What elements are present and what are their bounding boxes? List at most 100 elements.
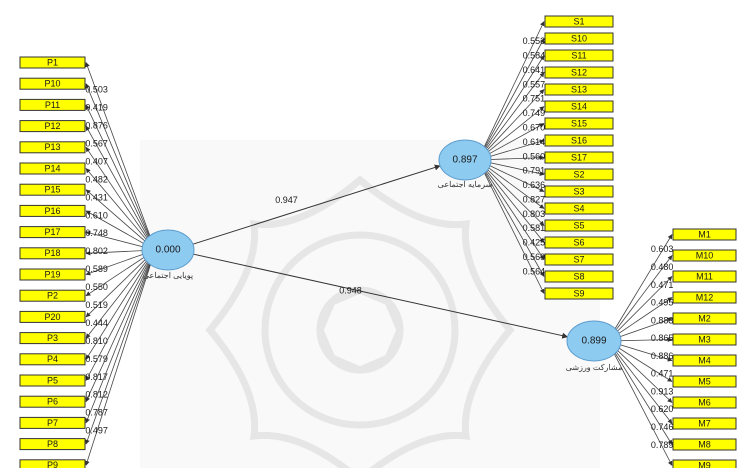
indicator-box-s10[interactable] — [544, 32, 614, 45]
indicator-box-p16[interactable] — [19, 204, 86, 217]
indicator-box-p15[interactable] — [19, 183, 86, 196]
indicator-box-s4[interactable] — [544, 202, 614, 215]
indicator-box-p12[interactable] — [19, 120, 86, 133]
indicator-box-s13[interactable] — [544, 83, 614, 96]
loading-value-p19: 0.589 — [85, 264, 108, 274]
indicators-layer: P1P10P11P12P13P14P15P16P17P18P19P2P20P3P… — [19, 15, 737, 468]
indicator-label-p15: P15 — [44, 185, 60, 195]
indicator-box-s6[interactable] — [544, 236, 614, 249]
indicator-box-p10[interactable] — [19, 77, 86, 90]
indicator-box-p13[interactable] — [19, 141, 86, 154]
indicator-box-s11[interactable] — [544, 49, 614, 62]
indicator-box-m5[interactable] — [672, 375, 737, 388]
indicator-box-m12[interactable] — [672, 291, 737, 304]
background-watermark — [140, 140, 600, 468]
loading-line-s9 — [480, 165, 545, 294]
loading-value-p18: 0.802 — [85, 246, 108, 256]
indicator-label-p3: P3 — [47, 333, 58, 343]
indicator-label-s8: S8 — [573, 271, 584, 281]
construct-ellipse-m[interactable] — [566, 320, 622, 362]
indicator-label-p8: P8 — [47, 439, 58, 449]
loading-value-s16: 0.614 — [523, 137, 546, 147]
indicator-label-s14: S14 — [571, 101, 587, 111]
loading-value-p1: 0.503 — [85, 85, 108, 95]
loading-line-m1 — [609, 234, 673, 337]
indicator-box-s17[interactable] — [544, 151, 614, 164]
indicator-box-s16[interactable] — [544, 134, 614, 147]
loading-value-m8: 0.746 — [651, 422, 674, 432]
loading-line-p1 — [85, 62, 153, 243]
indicator-box-s15[interactable] — [544, 117, 614, 130]
indicator-label-s1: S1 — [573, 16, 584, 26]
indicator-label-p5: P5 — [47, 375, 58, 385]
indicator-box-s7[interactable] — [544, 253, 614, 266]
loading-value-m2: 0.883 — [651, 315, 674, 325]
indicator-box-m3[interactable] — [672, 333, 737, 346]
indicator-box-m8[interactable] — [672, 438, 737, 451]
indicator-box-m7[interactable] — [672, 417, 737, 430]
loading-line-m12 — [609, 297, 673, 340]
loadings-layer: 0.5030.4190.8760.5670.4070.4820.4310.610… — [85, 21, 674, 466]
indicator-box-p8[interactable] — [19, 438, 86, 451]
construct-ellipse-p[interactable] — [141, 229, 195, 271]
construct-name-p: پویایی اجتماعی — [143, 271, 193, 280]
indicator-box-p20[interactable] — [19, 310, 86, 323]
indicator-box-s8[interactable] — [544, 270, 614, 283]
loading-line-p4 — [85, 254, 153, 360]
loading-value-m6: 0.913 — [651, 386, 674, 396]
loading-line-p13 — [85, 146, 153, 247]
loading-value-s17: 0.560 — [523, 151, 546, 161]
indicator-label-m3: M3 — [698, 334, 711, 344]
loading-line-p12 — [85, 125, 153, 246]
indicator-box-m10[interactable] — [672, 249, 737, 262]
indicator-box-s14[interactable] — [544, 100, 614, 113]
loading-line-p18 — [85, 249, 153, 256]
path-coefficient-p-m: 0.948 — [339, 286, 362, 296]
indicator-box-p2[interactable] — [19, 289, 86, 302]
indicator-box-p1[interactable] — [19, 56, 86, 69]
indicator-box-s9[interactable] — [544, 287, 614, 300]
loading-line-s7 — [480, 163, 545, 260]
indicator-box-p14[interactable] — [19, 162, 86, 175]
loading-value-m5: 0.471 — [651, 369, 674, 379]
indicator-label-p6: P6 — [47, 397, 58, 407]
indicator-box-m1[interactable] — [672, 228, 737, 241]
loading-line-p6 — [85, 255, 153, 403]
indicator-box-m6[interactable] — [672, 396, 737, 409]
indicator-box-m11[interactable] — [672, 270, 737, 283]
loading-value-m4: 0.886 — [651, 351, 674, 361]
indicator-box-p3[interactable] — [19, 332, 86, 345]
indicator-box-s2[interactable] — [544, 168, 614, 181]
indicator-box-p7[interactable] — [19, 416, 86, 429]
indicator-box-m9[interactable] — [672, 459, 737, 468]
loading-value-m1: 0.603 — [651, 244, 674, 254]
loading-value-s13: 0.751 — [523, 94, 546, 104]
indicator-box-s1[interactable] — [544, 15, 614, 28]
indicator-box-p11[interactable] — [19, 98, 86, 111]
indicator-label-m1: M1 — [698, 229, 711, 239]
indicator-box-s5[interactable] — [544, 219, 614, 232]
indicator-label-p20: P20 — [44, 312, 60, 322]
indicator-label-p14: P14 — [44, 163, 60, 173]
indicator-box-p5[interactable] — [19, 374, 86, 387]
indicator-box-p19[interactable] — [19, 268, 86, 281]
indicator-box-p17[interactable] — [19, 226, 86, 239]
construct-ellipse-s[interactable] — [438, 139, 492, 181]
loading-line-s8 — [480, 164, 545, 277]
indicator-box-m4[interactable] — [672, 354, 737, 367]
loading-value-s12: 0.557 — [523, 79, 546, 89]
loading-line-s3 — [480, 160, 545, 192]
indicator-box-s3[interactable] — [544, 185, 614, 198]
indicator-box-p18[interactable] — [19, 247, 86, 260]
indicator-label-p10: P10 — [44, 79, 60, 89]
indicator-box-p4[interactable] — [19, 353, 86, 366]
indicator-label-p17: P17 — [44, 227, 60, 237]
loading-line-p19 — [85, 250, 153, 276]
indicator-label-m7: M7 — [698, 418, 711, 428]
loading-value-p13: 0.407 — [85, 156, 108, 166]
indicator-box-p9[interactable] — [19, 459, 86, 468]
indicator-box-m2[interactable] — [672, 312, 737, 325]
indicator-box-s12[interactable] — [544, 66, 614, 79]
indicator-box-p6[interactable] — [19, 395, 86, 408]
